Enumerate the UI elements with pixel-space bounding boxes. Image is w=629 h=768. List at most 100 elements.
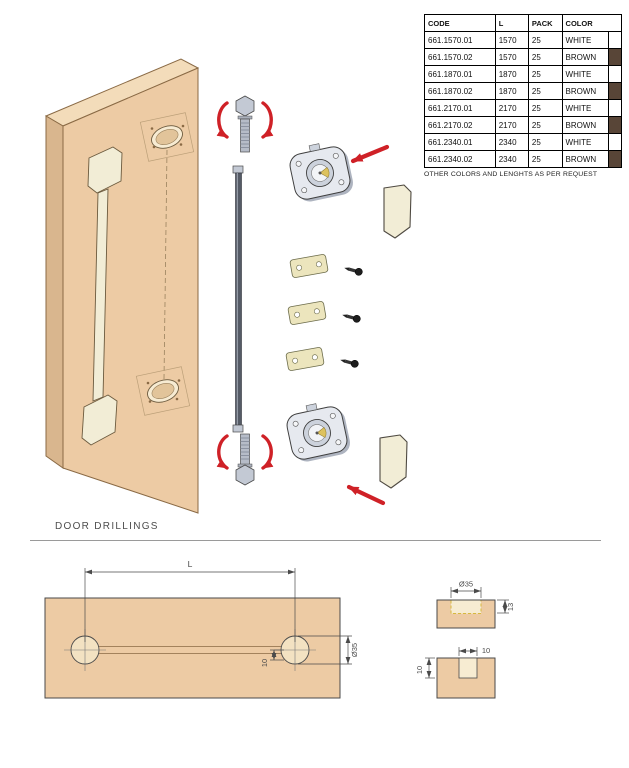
cell-code: 661.1870.02 xyxy=(424,82,496,100)
door-hole-top xyxy=(139,112,195,162)
dim-plan-offset-label: 10 xyxy=(260,659,269,667)
table-row: 661.1570.01 1570 25 WHITE xyxy=(424,31,622,49)
color-swatch xyxy=(609,151,621,167)
color-swatch xyxy=(609,49,621,65)
color-swatch xyxy=(609,134,621,150)
screw-3 xyxy=(339,356,360,369)
dim-length-label: L xyxy=(188,559,193,569)
assembly-arrow-bottom xyxy=(346,484,386,506)
cell-code: 661.2170.01 xyxy=(424,99,496,117)
cell-color: BROWN xyxy=(561,150,610,168)
guide-plate-1 xyxy=(289,253,329,279)
guide-plate-3 xyxy=(285,346,325,372)
cell-pack: 25 xyxy=(527,133,563,151)
dim-groove-depth-label: 10 xyxy=(415,666,424,674)
dim-groove-width-label: 10 xyxy=(482,646,490,655)
color-swatch-cell xyxy=(608,82,622,100)
table-row: 661.1570.02 1570 25 BROWN xyxy=(424,48,622,66)
rotation-arrow-top-left xyxy=(216,101,229,139)
cell-pack: 25 xyxy=(527,48,563,66)
cell-pack: 25 xyxy=(527,116,563,134)
lock-mechanism-top xyxy=(286,137,356,205)
cell-length: 1870 xyxy=(494,82,529,100)
cell-color: WHITE xyxy=(561,99,610,117)
cell-pack: 25 xyxy=(527,82,563,100)
table-row: 661.2170.01 2170 25 WHITE xyxy=(424,99,622,117)
section-heading-door-drillings: DOOR DRILLINGS xyxy=(55,521,159,532)
table-row: 661.2340.02 2340 25 BROWN xyxy=(424,150,622,168)
col-header-length: L xyxy=(494,14,529,32)
screw-2 xyxy=(341,311,362,324)
color-swatch xyxy=(609,83,621,99)
cell-color: BROWN xyxy=(561,48,610,66)
connecting-rod xyxy=(232,165,244,433)
cell-code: 661.1570.01 xyxy=(424,31,496,49)
cell-code: 661.2340.02 xyxy=(424,150,496,168)
assembly-arrow-top xyxy=(350,144,390,164)
rotation-arrow-top-right xyxy=(261,101,274,139)
cell-length: 2170 xyxy=(494,99,529,117)
color-swatch-cell xyxy=(608,99,622,117)
cell-pack: 25 xyxy=(527,65,563,83)
detail-hole-section: Ø35 13 xyxy=(436,580,515,629)
cell-color: BROWN xyxy=(561,82,610,100)
col-header-pack: PACK xyxy=(527,14,563,32)
dim-detail-diameter-label: Ø35 xyxy=(459,580,473,589)
cell-code: 661.1870.01 xyxy=(424,65,496,83)
rotation-arrow-bottom-left xyxy=(216,434,229,470)
table-header-row: CODE L PACK COLOR xyxy=(424,14,623,32)
table-row: 661.1870.02 1870 25 BROWN xyxy=(424,82,622,100)
color-swatch-cell xyxy=(608,116,622,134)
cover-cap-top xyxy=(383,184,412,239)
drilling-plan xyxy=(44,597,341,699)
cell-length: 1870 xyxy=(494,65,529,83)
color-swatch xyxy=(609,117,621,133)
detail-groove-section: 10 10 xyxy=(415,646,496,699)
cell-color: WHITE xyxy=(561,65,610,83)
color-swatch xyxy=(609,66,621,82)
door-hole-bottom xyxy=(135,366,191,416)
table-row: 661.2170.02 2170 25 BROWN xyxy=(424,116,622,134)
rotation-arrow-bottom-right xyxy=(261,434,274,470)
color-swatch-cell xyxy=(608,31,622,49)
cell-pack: 25 xyxy=(527,150,563,168)
dim-hole-diameter-label: Ø35 xyxy=(350,643,359,657)
cell-length: 1570 xyxy=(494,31,529,49)
cell-length: 2170 xyxy=(494,116,529,134)
cover-cap-bottom xyxy=(379,434,408,489)
cell-length: 2340 xyxy=(494,133,529,151)
spec-table-wrap: CODE L PACK COLOR 661.1570.01 1570 25 WH… xyxy=(424,14,623,178)
lock-mechanism-bottom xyxy=(283,397,353,465)
color-swatch xyxy=(609,100,621,116)
bolt-bottom xyxy=(235,433,255,486)
cell-length: 2340 xyxy=(494,150,529,168)
color-swatch-cell xyxy=(608,150,622,168)
color-swatch-cell xyxy=(608,65,622,83)
bolt-top xyxy=(235,95,255,153)
cell-code: 661.2340.01 xyxy=(424,133,496,151)
cell-pack: 25 xyxy=(527,99,563,117)
color-swatch xyxy=(609,32,621,48)
handle-recess xyxy=(81,146,123,446)
cell-color: WHITE xyxy=(561,133,610,151)
cell-color: BROWN xyxy=(561,116,610,134)
color-swatch-cell xyxy=(608,48,622,66)
table-row: 661.2340.01 2340 25 WHITE xyxy=(424,133,622,151)
guide-plate-2 xyxy=(287,300,327,326)
dimension-hole-diameter: Ø35 xyxy=(298,635,359,665)
screw-1 xyxy=(343,264,364,277)
dim-detail-depth-label: 13 xyxy=(506,603,515,611)
door-panel xyxy=(44,58,200,514)
rod-channel-line xyxy=(163,149,168,380)
cell-length: 1570 xyxy=(494,48,529,66)
cell-code: 661.1570.02 xyxy=(424,48,496,66)
table-row: 661.1870.01 1870 25 WHITE xyxy=(424,65,622,83)
cell-pack: 25 xyxy=(527,31,563,49)
col-header-color: COLOR xyxy=(561,14,623,32)
color-swatch-cell xyxy=(608,133,622,151)
product-spec-table: CODE L PACK COLOR 661.1570.01 1570 25 WH… xyxy=(424,14,623,168)
table-note: OTHER COLORS AND LENGHTS AS PER REQUEST xyxy=(424,171,598,178)
cell-code: 661.2170.02 xyxy=(424,116,496,134)
